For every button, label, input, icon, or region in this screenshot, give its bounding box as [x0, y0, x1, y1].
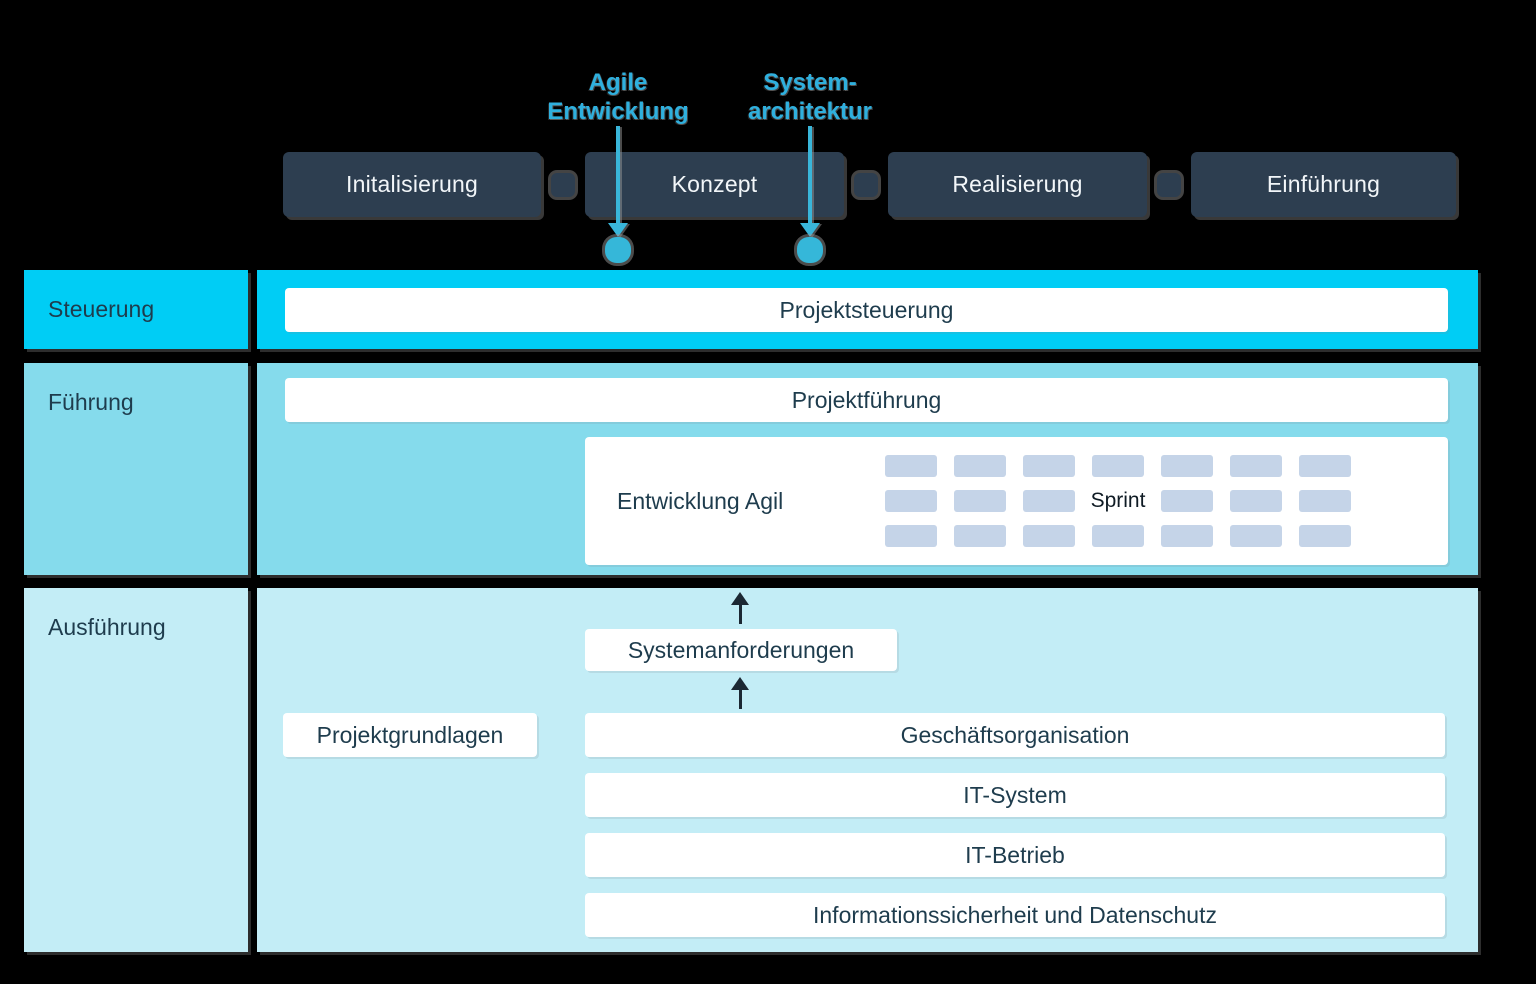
phase-einfuehrung: Einführung	[1191, 152, 1456, 217]
sprint-block	[1230, 490, 1282, 512]
sprint-block	[885, 490, 937, 512]
sprint-block	[1161, 455, 1213, 477]
sprint-block	[1299, 455, 1351, 477]
sprint-block	[1161, 525, 1213, 547]
arrow-up-icon	[731, 677, 749, 690]
arrow-down-icon	[608, 223, 628, 237]
arrow-down-icon	[800, 223, 820, 237]
sprint-block	[1299, 525, 1351, 547]
band-fuehrung-label: Führung	[24, 363, 248, 575]
phase-label: Realisierung	[952, 171, 1083, 197]
sprint-block	[885, 455, 937, 477]
projektsteuerung-bar: Projektsteuerung	[285, 288, 1448, 332]
sprint-block	[954, 490, 1006, 512]
phase-initalisierung: Initalisierung	[283, 152, 541, 217]
phase-label: Einführung	[1266, 171, 1381, 197]
sprint-label: Sprint	[1090, 489, 1146, 512]
band-ausfuehrung-content: Systemanforderungen Projektgrundlagen Ge…	[257, 588, 1478, 952]
band-steuerung-label: Steuerung	[24, 270, 248, 349]
band-ausfuehrung-label: Ausführung	[24, 588, 248, 952]
sprint-block	[1299, 490, 1351, 512]
sprint-block	[1092, 455, 1144, 477]
phase-label: Initalisierung	[346, 171, 478, 197]
phase-connector	[551, 173, 575, 197]
sprint-block	[1161, 490, 1213, 512]
it-betrieb-bar: IT-Betrieb	[585, 833, 1445, 877]
arrow-shaft	[739, 604, 742, 624]
callout-line2: architektur	[747, 98, 873, 125]
milestone-dot	[605, 237, 631, 263]
phase-konzept: Konzept	[585, 152, 844, 217]
band-fuehrung-content: Projektführung Entwicklung Agil Sprint	[257, 363, 1478, 575]
sprint-block	[885, 525, 937, 547]
sprint-block	[1230, 525, 1282, 547]
phase-realisierung: Realisierung	[888, 152, 1147, 217]
callout-line2: Entwicklung	[547, 98, 689, 125]
sprint-block	[954, 525, 1006, 547]
callout-line1: Agile	[588, 69, 648, 96]
informationssicherheit-datenschutz-bar: Informationssicherheit und Datenschutz	[585, 893, 1445, 937]
sprint-block	[1023, 455, 1075, 477]
projektgrundlagen-box: Projektgrundlagen	[283, 713, 537, 757]
entwicklung-agil-label: Entwicklung Agil	[617, 487, 784, 514]
systemanforderungen-box: Systemanforderungen	[585, 629, 897, 671]
callout-line1: System-	[763, 69, 857, 96]
it-system-bar: IT-System	[585, 773, 1445, 817]
callout-systemarchitektur-label: System- architektur	[700, 68, 920, 126]
arrow-up-icon	[731, 592, 749, 605]
sprint-grid: Sprint	[885, 455, 1351, 547]
geschaeftsorganisation-bar: Geschäftsorganisation	[585, 713, 1445, 757]
phase-connector	[1157, 173, 1181, 197]
callout-connector-line	[616, 126, 620, 226]
sprint-block	[1023, 525, 1075, 547]
phase-label: Konzept	[671, 171, 758, 197]
sprint-block	[1092, 525, 1144, 547]
milestone-dot	[797, 237, 823, 263]
sprint-block	[1230, 455, 1282, 477]
phase-connector	[854, 173, 878, 197]
callout-connector-line	[808, 126, 812, 226]
projektfuehrung-bar: Projektführung	[285, 378, 1448, 422]
sprint-block	[1023, 490, 1075, 512]
callout-agile-entwicklung-label: Agile Entwicklung	[508, 68, 728, 126]
entwicklung-agil-box: Entwicklung Agil Sprint	[585, 437, 1448, 565]
arrow-shaft	[739, 689, 742, 709]
band-steuerung-content: Projektsteuerung	[257, 270, 1478, 349]
sprint-block	[954, 455, 1006, 477]
